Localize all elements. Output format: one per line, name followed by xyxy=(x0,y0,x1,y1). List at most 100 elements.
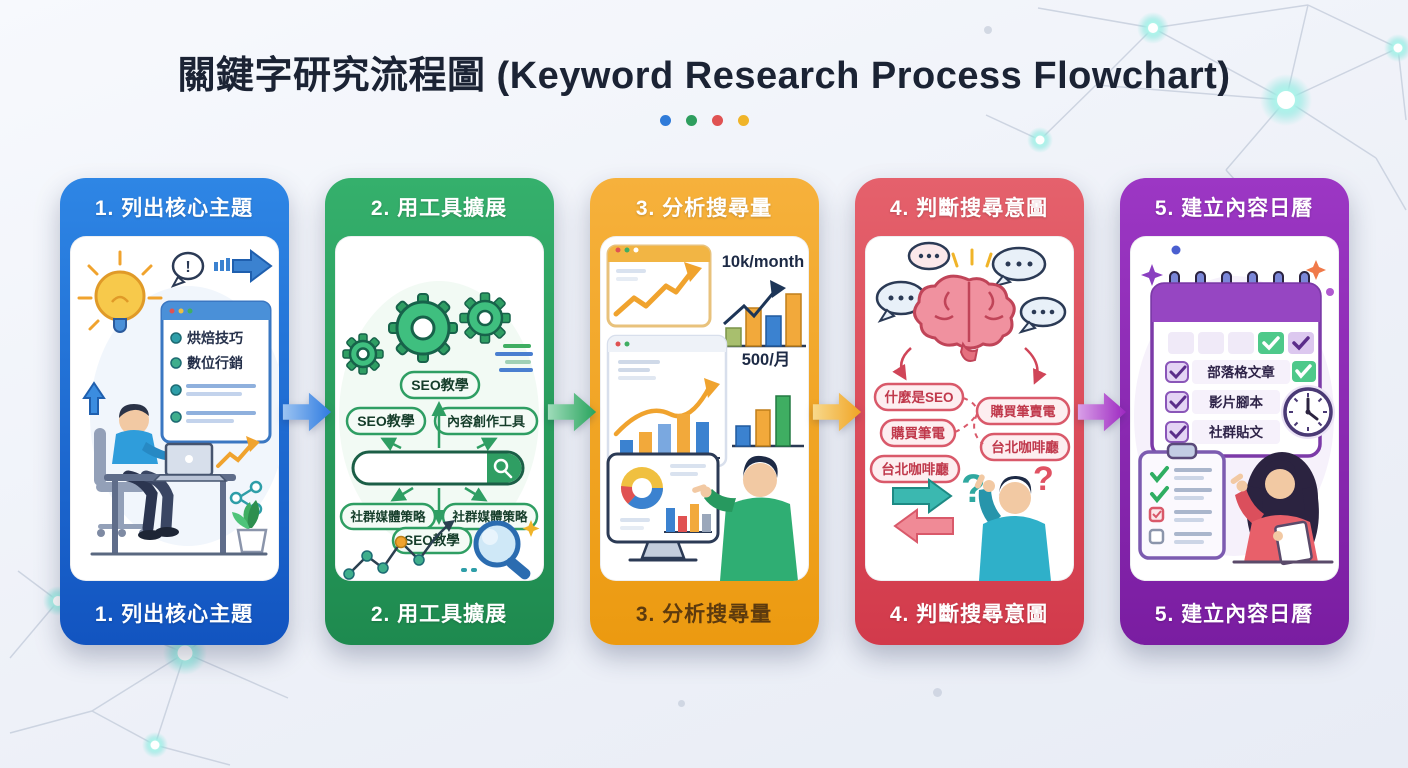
step-3-illustration: 10k/month xyxy=(599,236,809,581)
background-dot xyxy=(678,700,685,707)
topic-list-window: 烘焙技巧 數位行銷 xyxy=(160,300,271,444)
arrow-up-icon xyxy=(81,381,106,415)
gear-icon xyxy=(341,333,384,375)
intent-bubble: 購買筆賣電 xyxy=(975,396,1070,426)
accent-dot-blue xyxy=(659,115,671,126)
clipboard-icon xyxy=(1137,442,1226,560)
volume-bar-chart-2 xyxy=(731,395,804,448)
step-4-footer: 4. 判斷搜尋意圖 xyxy=(889,603,1049,626)
branch-arrows xyxy=(891,347,1047,385)
magnifier-icon xyxy=(473,520,539,580)
step-card-3: 3. 分析搜尋量 10k/month xyxy=(589,178,819,645)
svg-text:社群貼文: 社群貼文 xyxy=(1208,424,1263,440)
step-2-header: 2. 用工具擴展 xyxy=(370,197,508,220)
gear-icon xyxy=(458,292,511,344)
svg-text:台北咖啡廳: 台北咖啡廳 xyxy=(881,461,949,477)
svg-text:內容創作工具: 內容創作工具 xyxy=(446,414,524,429)
svg-text:部落格文章: 部落格文章 xyxy=(1207,364,1275,380)
trend-line-chart xyxy=(342,520,455,580)
svg-text:台北咖啡廳: 台北咖啡廳 xyxy=(991,439,1059,455)
calendar-row: 影片腳本 xyxy=(1164,390,1280,414)
sparkle-icon xyxy=(1140,264,1163,286)
compare-arrow-right xyxy=(891,478,953,514)
step-3-header: 3. 分析搜尋量 xyxy=(635,197,773,220)
background-dot xyxy=(933,688,942,697)
flow-arrow-3 xyxy=(812,178,861,645)
compare-arrow-left xyxy=(892,508,954,544)
step-4-header: 4. 判斷搜尋意圖 xyxy=(889,197,1049,220)
flow-arrow-1 xyxy=(282,178,331,645)
step-5-footer: 5. 建立內容日曆 xyxy=(1154,603,1314,626)
sparkle-icon xyxy=(1305,260,1326,280)
text-lines xyxy=(494,344,533,372)
chat-bubble-icon xyxy=(875,280,926,323)
clock-icon xyxy=(1280,385,1335,439)
step-card-5: 5. 建立內容日曆 xyxy=(1119,178,1349,645)
svg-text:社群媒體策略: 社群媒體策略 xyxy=(349,509,426,524)
flow-arrow-4 xyxy=(1077,178,1126,645)
brain-icon xyxy=(912,274,1016,362)
keyword-bubble: 內容創作工具 xyxy=(433,406,538,436)
title-accent-dots xyxy=(0,115,1408,126)
calendar-icon: 部落格文章 影片腳本 社群貼文 xyxy=(1149,271,1322,458)
gear-icon xyxy=(387,293,458,363)
question-mark-red: ? xyxy=(1033,460,1054,498)
svg-text:什麼是SEO: 什麼是SEO xyxy=(884,389,953,405)
chart-window-large xyxy=(606,334,727,468)
accent-dot-yellow xyxy=(737,115,749,126)
radiating-arrows xyxy=(379,401,498,525)
chat-bubble-icon xyxy=(1017,296,1066,334)
svg-text:影片腳本: 影片腳本 xyxy=(1209,394,1263,410)
pie-chart-icon xyxy=(620,467,663,510)
step-1-footer: 1. 列出核心主題 xyxy=(94,603,254,626)
chat-bubble-icon xyxy=(907,241,950,271)
lightbulb-icon xyxy=(77,250,162,333)
plant-icon xyxy=(231,500,267,554)
planner-person xyxy=(1230,452,1333,566)
topic-item-2: 數位行銷 xyxy=(187,355,243,371)
step-1-header: 1. 列出核心主題 xyxy=(94,197,254,220)
intent-bubble: 購買筆電 xyxy=(879,418,956,448)
svg-text:SEO教學: SEO教學 xyxy=(411,377,469,393)
step-2-illustration: SEO教學 SEO教學 內容創作工具 xyxy=(334,236,544,581)
calendar-row: 社群貼文 xyxy=(1164,420,1280,444)
step-3-footer: 3. 分析搜尋量 xyxy=(635,603,773,626)
step-2-footer: 2. 用工具擴展 xyxy=(370,603,508,626)
volume-label-2: 500/月 xyxy=(741,350,790,369)
step-5-header: 5. 建立內容日曆 xyxy=(1154,197,1314,220)
flow-arrow-2 xyxy=(547,178,596,645)
intent-bubble: 台北咖啡廳 xyxy=(979,432,1070,462)
text-lines xyxy=(460,568,477,572)
sparkle-dashes xyxy=(951,248,992,268)
step-1-illustration: ! 烘焙技巧 數位行銷 xyxy=(69,236,279,581)
step-card-4: 4. 判斷搜尋意圖 xyxy=(854,178,1084,645)
step-4-illustration: 什麼是SEO 購買筆電 台北咖啡廳 購買筆賣電 台北咖啡廳 xyxy=(864,236,1074,581)
analyst-person xyxy=(691,455,798,581)
growth-arrow-icon xyxy=(215,436,260,468)
step-5-illustration: 部落格文章 影片腳本 社群貼文 xyxy=(1129,236,1339,581)
keyword-bubble: SEO教學 xyxy=(345,406,426,436)
thinking-person xyxy=(974,474,1051,581)
page-title: 關鍵字研究流程圖 (Keyword Research Process Flowc… xyxy=(177,55,1231,97)
analytics-monitor xyxy=(606,452,719,562)
laptop-icon xyxy=(151,442,228,482)
keyword-bubble: 社群媒體策略 xyxy=(339,502,436,531)
page-header: 關鍵字研究流程圖 (Keyword Research Process Flowc… xyxy=(0,44,1408,126)
chart-window-small xyxy=(606,244,711,328)
svg-text:!: ! xyxy=(185,259,190,276)
svg-text:社群媒體策略: 社群媒體策略 xyxy=(451,509,528,524)
intent-bubble: 什麼是SEO xyxy=(873,382,964,412)
svg-text:購買筆電: 購買筆電 xyxy=(890,425,945,441)
calendar-row: 部落格文章 xyxy=(1164,360,1316,384)
volume-label-1: 10k/month xyxy=(721,253,804,271)
accent-dot-green xyxy=(685,115,697,126)
topic-item-1: 烘焙技巧 xyxy=(187,330,243,346)
svg-text:SEO教學: SEO教學 xyxy=(357,413,415,429)
dashed-links xyxy=(954,397,984,445)
keyword-bubble: SEO教學 xyxy=(399,370,480,400)
intent-bubble: 台北咖啡廳 xyxy=(869,454,960,484)
sparkle-dot xyxy=(1325,288,1334,296)
accent-dot-red xyxy=(711,115,723,126)
step-card-1: 1. 列出核心主題 ! xyxy=(59,178,289,645)
alert-bubble-icon: ! xyxy=(170,251,204,288)
